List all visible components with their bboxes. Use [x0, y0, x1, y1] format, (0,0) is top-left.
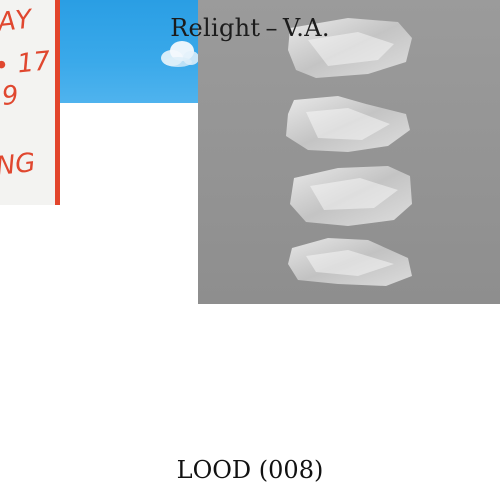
stone-4 — [288, 238, 412, 286]
album-title: Relight – V.A. — [170, 14, 330, 42]
note-line: NG — [0, 147, 37, 182]
red-edge-stripe — [55, 0, 60, 205]
stone-2 — [286, 96, 410, 152]
cloud-icon — [161, 41, 199, 67]
sky-photo — [60, 0, 199, 103]
stone-1 — [288, 18, 412, 78]
note-line: • 17 — [0, 46, 52, 82]
crystal-stones-illustration — [286, 18, 412, 286]
catalog-number: LOOD (008) — [176, 456, 324, 484]
crystal-stones-photo — [198, 0, 500, 304]
handwritten-note-image: AY • 17 9 NG — [0, 0, 60, 205]
stone-3 — [290, 166, 412, 226]
note-line: 9 — [0, 80, 21, 112]
